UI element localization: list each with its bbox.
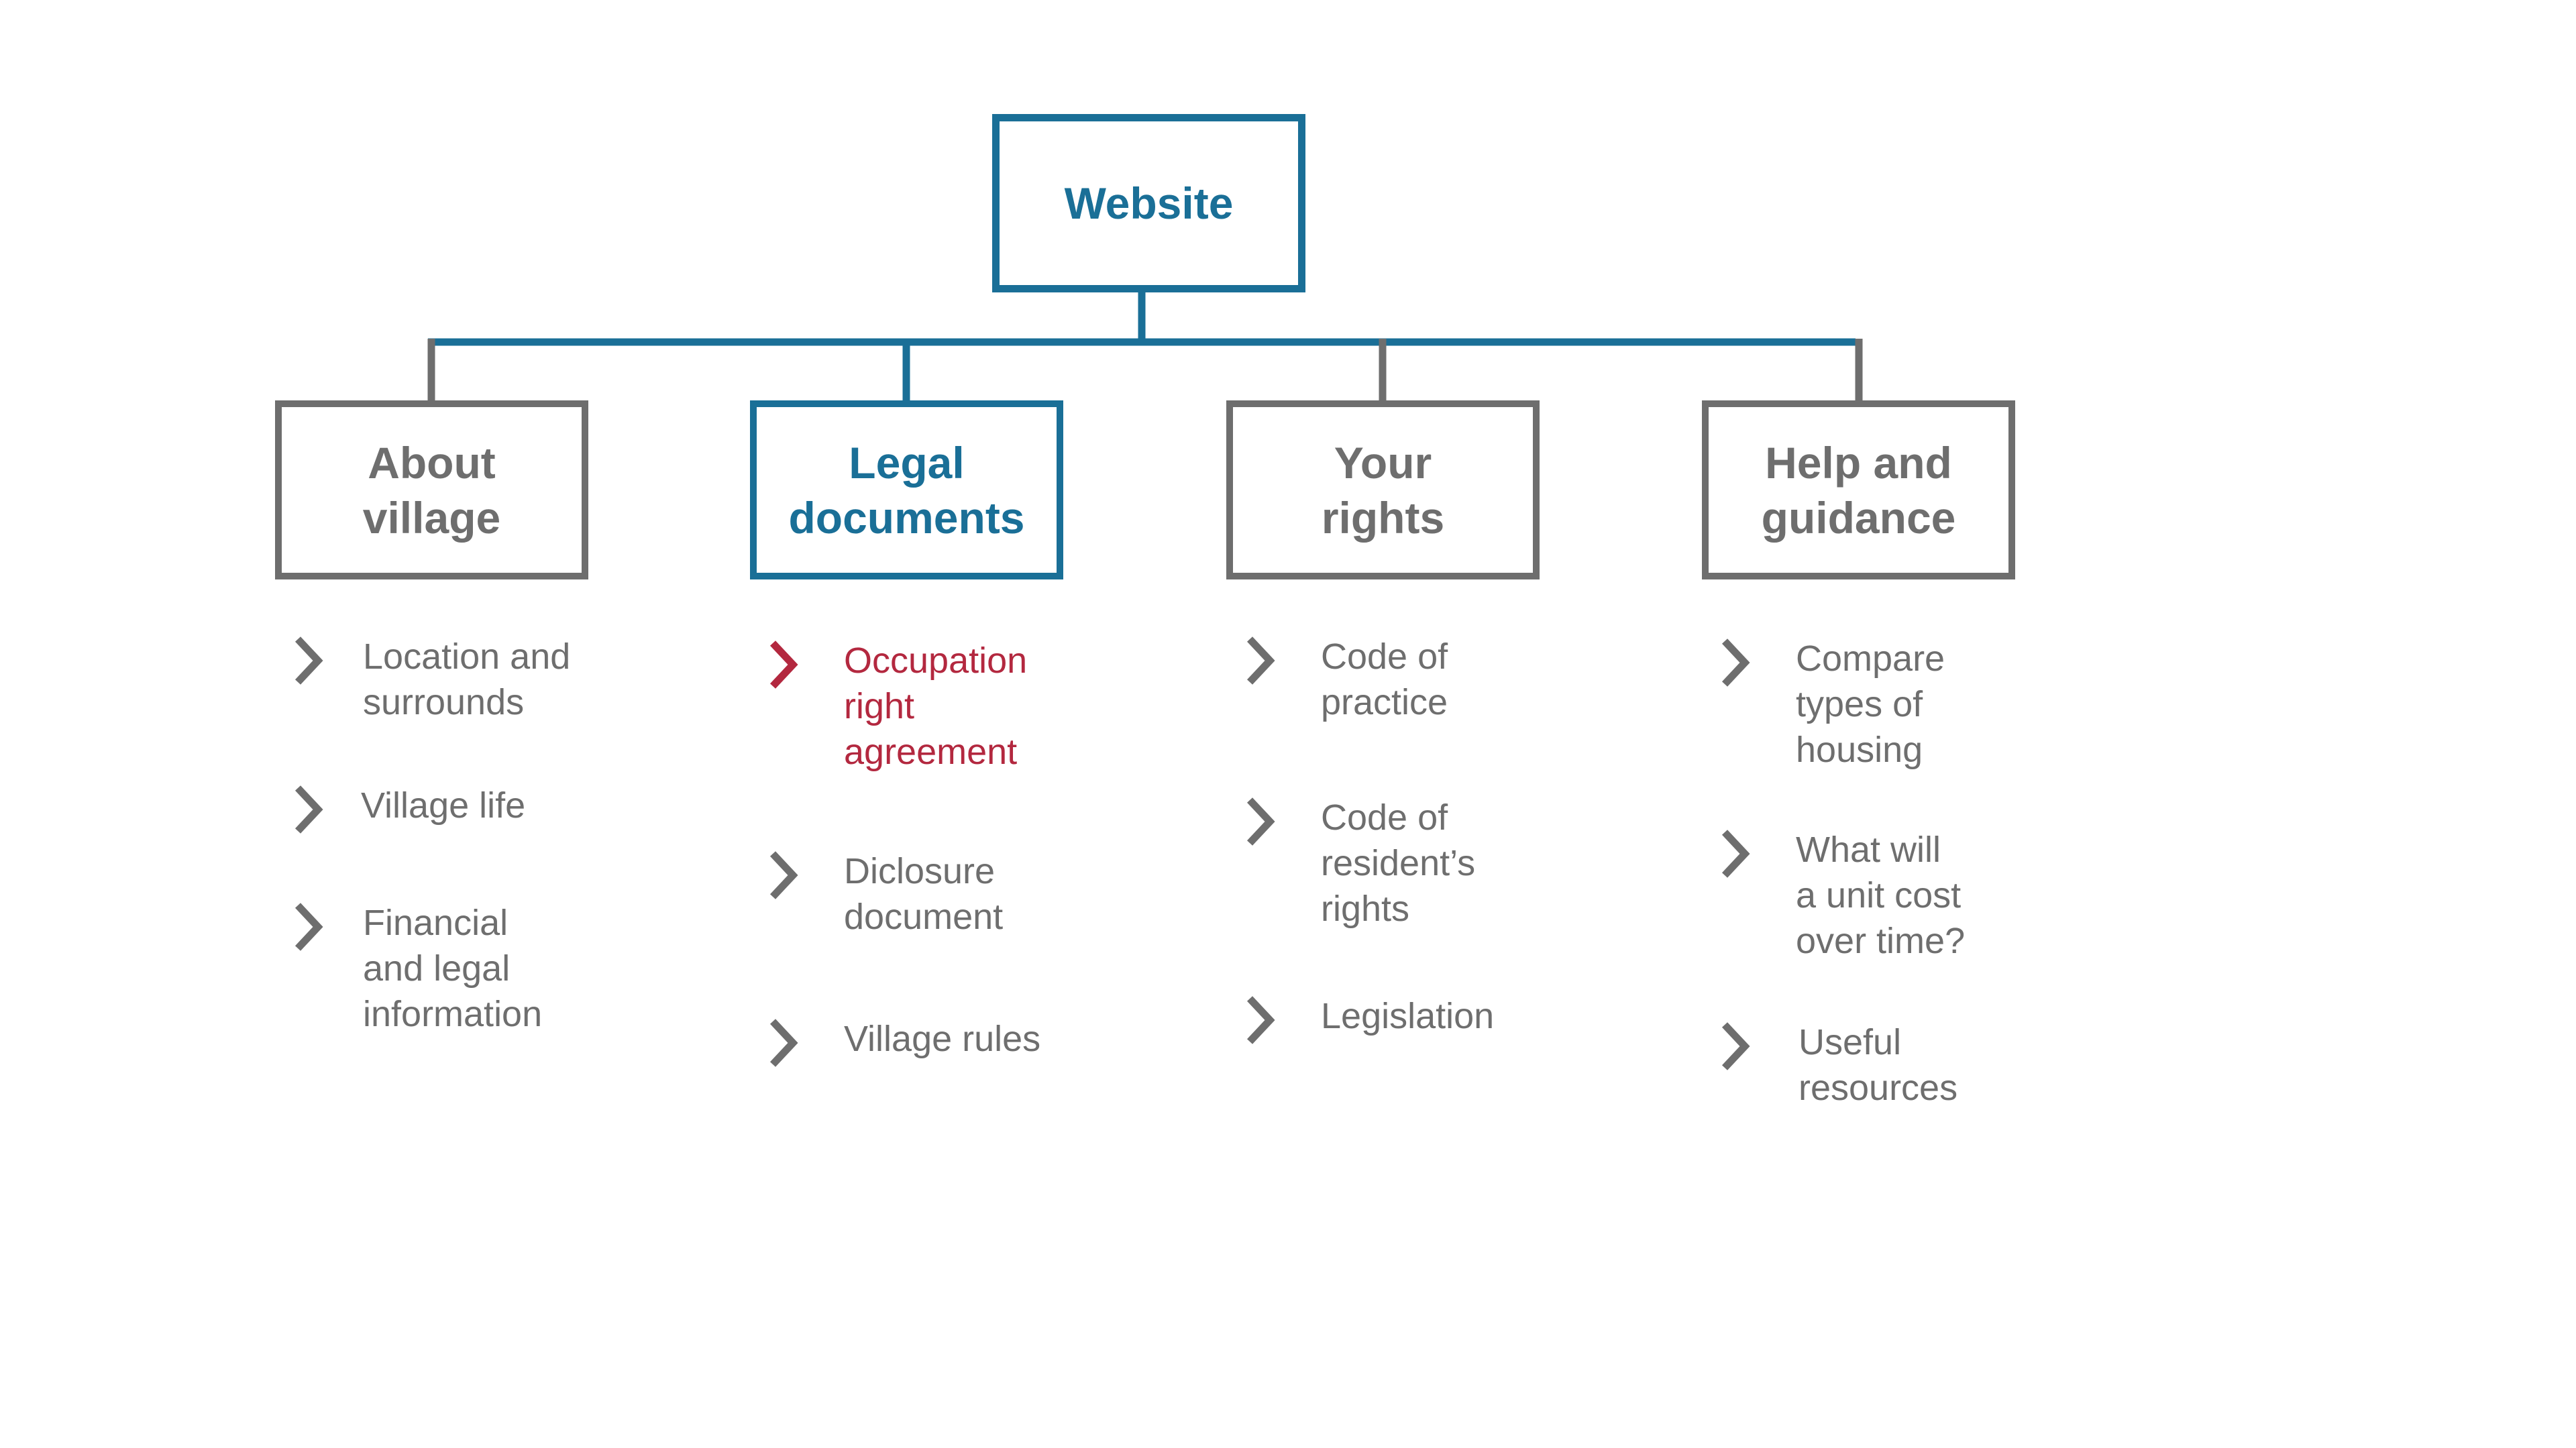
list-item-legislation[interactable]: Legislation <box>1244 993 1494 1047</box>
list-item-label: Code of practice <box>1321 636 1448 722</box>
chevron-right-icon <box>1719 827 1752 881</box>
list-item-label: Financial and legal information <box>363 903 543 1034</box>
category-label: About village <box>362 437 501 543</box>
list-item-occupation-right-agreement[interactable]: Occupation right agreement <box>767 638 1027 775</box>
list-item-compare-types-of-housing[interactable]: Compare types of housing <box>1719 636 1945 773</box>
list-item-label: Legislation <box>1321 996 1495 1036</box>
list-item-label: Village life <box>361 785 526 826</box>
chevron-right-icon <box>767 638 800 691</box>
list-item-diclosure-document[interactable]: Diclosure document <box>767 848 1003 940</box>
chevron-right-icon <box>767 1016 800 1070</box>
root-node-label: Website <box>1064 178 1234 228</box>
list-item-financial-and-legal-information[interactable]: Financial and legal information <box>292 900 542 1037</box>
chevron-right-icon <box>292 900 325 954</box>
category-label: Legal documents <box>788 437 1025 543</box>
list-item-location-and-surrounds[interactable]: Location and surrounds <box>292 634 570 725</box>
list-item-label: Occupation right agreement <box>844 641 1028 772</box>
category-node-your-rights[interactable]: Your rights <box>1226 400 1540 579</box>
list-item-label: Code of resident’s rights <box>1321 797 1476 929</box>
list-item-label: What will a unit cost over time? <box>1796 830 1966 961</box>
list-item-what-will-a-unit-cost[interactable]: What will a unit cost over time? <box>1719 827 1965 964</box>
category-node-about-village[interactable]: About village <box>275 400 588 579</box>
chevron-right-icon <box>767 848 800 902</box>
category-label: Your rights <box>1321 437 1445 543</box>
list-item-useful-resources[interactable]: Useful resources <box>1719 1019 1957 1111</box>
list-item-village-life[interactable]: Village life <box>292 783 525 836</box>
list-item-label: Village rules <box>844 1019 1041 1059</box>
list-item-label: Location and surrounds <box>363 636 571 722</box>
root-node-website[interactable]: Website <box>992 114 1305 292</box>
list-item-label: Diclosure document <box>844 851 1004 937</box>
category-label: Help and guidance <box>1761 437 1956 543</box>
list-item-label: Useful resources <box>1799 1022 1958 1108</box>
category-node-legal-documents[interactable]: Legal documents <box>750 400 1063 579</box>
chevron-right-icon <box>1244 634 1277 687</box>
list-item-village-rules[interactable]: Village rules <box>767 1016 1040 1070</box>
chevron-right-icon <box>292 634 325 687</box>
list-item-code-of-residents-rights[interactable]: Code of resident’s rights <box>1244 795 1475 932</box>
chevron-right-icon <box>1244 795 1277 848</box>
list-item-code-of-practice[interactable]: Code of practice <box>1244 634 1448 725</box>
category-node-help-and-guidance[interactable]: Help and guidance <box>1702 400 2015 579</box>
chevron-right-icon <box>1244 993 1277 1047</box>
list-item-label: Compare types of housing <box>1796 638 1945 770</box>
chevron-right-icon <box>1719 636 1752 689</box>
chevron-right-icon <box>292 783 325 836</box>
chevron-right-icon <box>1719 1019 1752 1073</box>
